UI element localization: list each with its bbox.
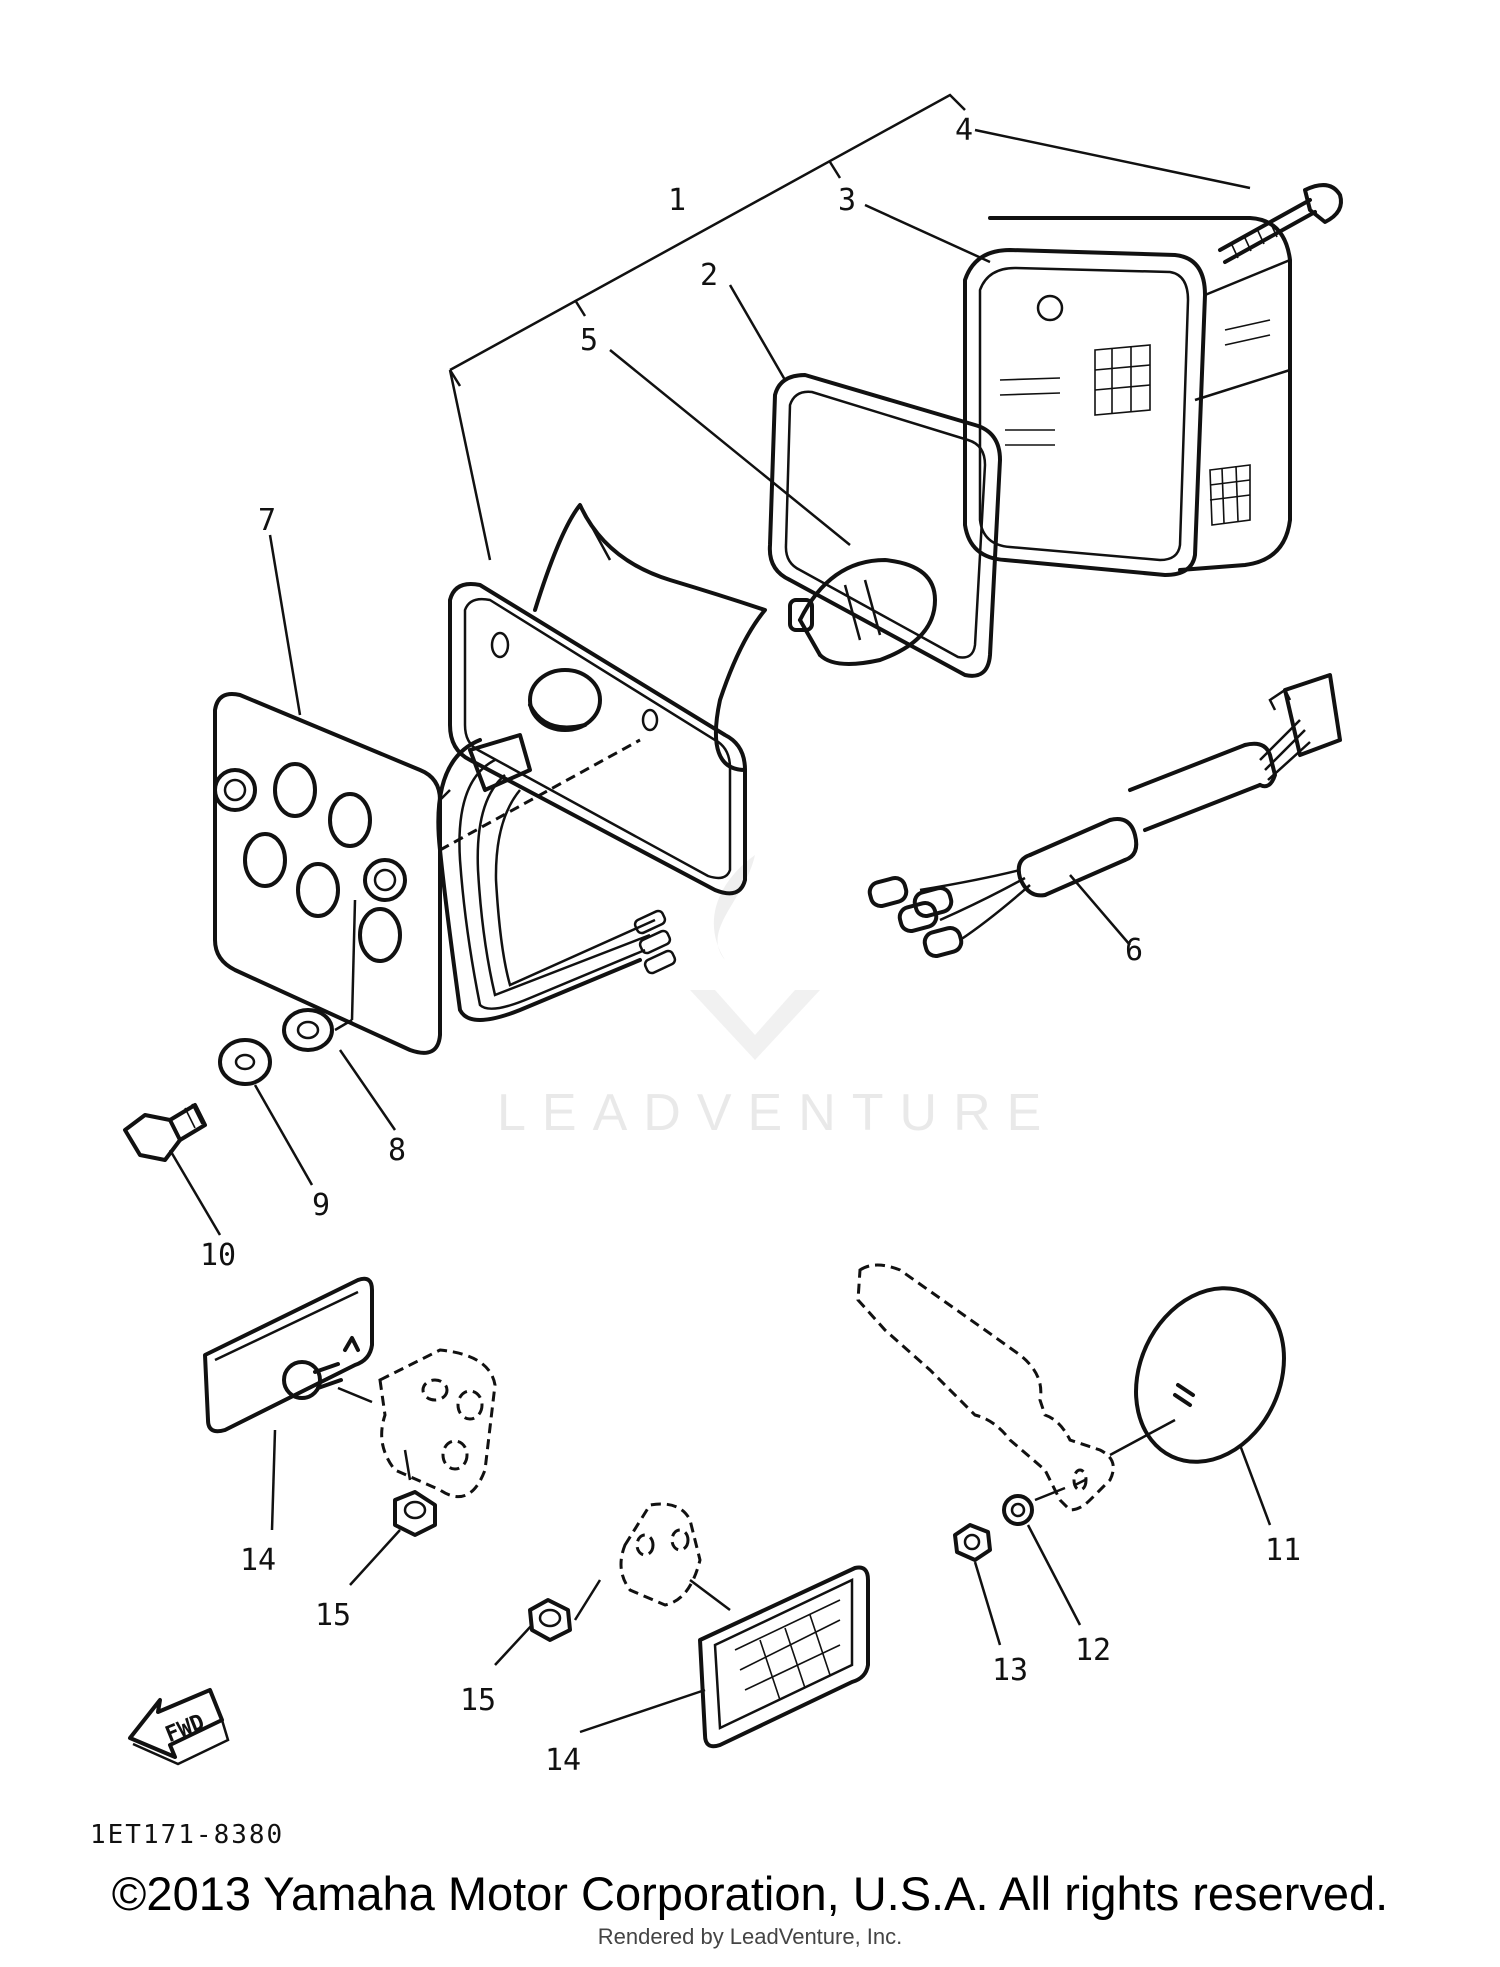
callout-4: 4 bbox=[955, 113, 973, 148]
part-6-wire-harness bbox=[867, 673, 1342, 959]
part-13-nut bbox=[953, 1523, 992, 1562]
callout-10: 10 bbox=[200, 1238, 236, 1273]
callout-11: 11 bbox=[1265, 1533, 1301, 1568]
part-8-collar bbox=[282, 899, 357, 1052]
copyright-notice: ©2013 Yamaha Motor Corporation, U.S.A. A… bbox=[111, 1867, 1389, 1920]
part-12-washer bbox=[1002, 1486, 1066, 1526]
callout-numbers: 4 3 1 2 5 7 6 8 9 10 11 12 13 14 14 15 1… bbox=[200, 113, 1301, 1778]
part-4-screw bbox=[1218, 183, 1343, 264]
assembly-brackets bbox=[448, 93, 966, 561]
part-14-reflector-upper bbox=[203, 1276, 374, 1434]
part-11-reflector-disc bbox=[1109, 1286, 1286, 1464]
part-9-washer bbox=[218, 1038, 272, 1086]
leadventure-watermark: LEADVENTURE bbox=[497, 855, 1057, 1142]
callout-5: 5 bbox=[580, 323, 598, 358]
part-10-bolt bbox=[123, 1103, 207, 1162]
callout-6: 6 bbox=[1125, 933, 1143, 968]
watermark-text: LEADVENTURE bbox=[497, 1084, 1057, 1142]
part-14-reflector-lower bbox=[698, 1565, 870, 1749]
callout-1: 1 bbox=[668, 183, 686, 218]
part-1-base-housing bbox=[436, 503, 767, 1022]
callout-2: 2 bbox=[700, 258, 718, 293]
callout-12: 12 bbox=[1075, 1633, 1111, 1668]
callout-9: 9 bbox=[312, 1188, 330, 1223]
mounting-bracket-right bbox=[856, 1263, 1115, 1512]
bracket-lower bbox=[573, 1502, 731, 1621]
part-7-base-plate bbox=[213, 692, 641, 1055]
callout-13: 13 bbox=[992, 1653, 1028, 1688]
part-3-tail-lens bbox=[963, 216, 1292, 577]
callout-3: 3 bbox=[838, 183, 856, 218]
part-15-nut-lower bbox=[528, 1598, 572, 1642]
part-2-gasket bbox=[767, 373, 1002, 678]
callout-7: 7 bbox=[258, 503, 276, 538]
callout-14-lower: 14 bbox=[545, 1743, 581, 1778]
fwd-arrow: FWD bbox=[128, 1688, 230, 1766]
callout-15-lower: 15 bbox=[460, 1683, 496, 1718]
callout-15-upper: 15 bbox=[315, 1598, 351, 1633]
part-15-nut-upper bbox=[393, 1490, 437, 1537]
diagram-code: 1ET171-8380 bbox=[90, 1820, 284, 1850]
bracket-upper bbox=[337, 1348, 497, 1499]
callout-14-upper: 14 bbox=[240, 1543, 276, 1578]
lens-grid-pattern bbox=[999, 319, 1271, 526]
callout-leaders bbox=[168, 128, 1272, 1734]
callout-8: 8 bbox=[388, 1133, 406, 1168]
part-5-bulb bbox=[788, 558, 937, 666]
fwd-label: FWD bbox=[162, 1710, 208, 1748]
rendered-by-notice: Rendered by LeadVenture, Inc. bbox=[597, 1924, 903, 1949]
